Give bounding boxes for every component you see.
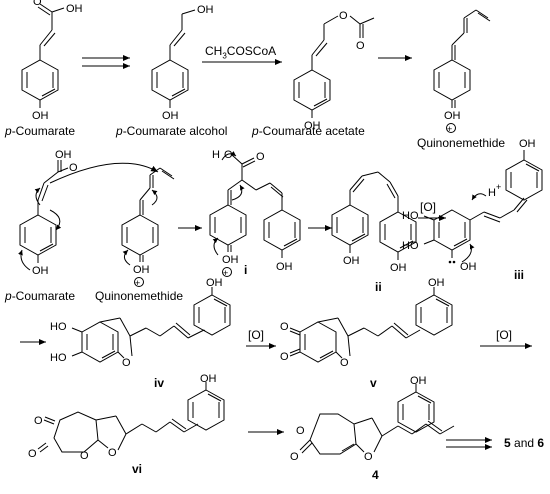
label-p-coumarate-acetate: p-Coumarate acetate — [252, 124, 365, 138]
atom-label: OH — [133, 264, 150, 276]
atom-label: OH — [276, 261, 293, 273]
intermediate-v-structure — [289, 287, 453, 363]
p-coumarate-structure — [21, 3, 65, 108]
atom-label: O — [224, 149, 233, 161]
plus-charge: + — [223, 268, 228, 278]
compound-4-structure — [299, 384, 455, 455]
atom-label: O — [280, 321, 289, 333]
oxidation-label-2: [O] — [496, 328, 513, 342]
atom-label: O — [34, 415, 43, 427]
p-coumarate-acetate-structure — [293, 15, 375, 118]
label-products: 5 and 6 — [504, 436, 545, 450]
atom-label: O — [108, 447, 117, 459]
label-compound-4: 4 — [372, 468, 379, 482]
label-p-coumarate: p-Coumarate — [5, 124, 76, 138]
atom-label: OH — [428, 277, 445, 289]
label-compound-iv: iv — [154, 376, 165, 390]
atom-label: OH — [200, 373, 217, 385]
atom-label: O — [280, 351, 289, 363]
atom-label: O — [339, 10, 348, 22]
label-quinonemethide: Quinonemethide — [417, 136, 506, 150]
atom-label: OH — [206, 277, 223, 289]
atom-label: HO — [50, 352, 67, 364]
label-quinonemethide-row2: Quinonemethide — [95, 289, 184, 303]
label-compound-v: v — [370, 376, 377, 390]
atom-label: O — [290, 451, 299, 463]
atom-label: O — [69, 162, 78, 174]
atom-label: OH — [444, 110, 461, 122]
atom-label: O — [256, 151, 265, 163]
label-compound-vi: vi — [132, 462, 143, 476]
reaction-arrow — [82, 55, 130, 69]
intermediate-iv-structure — [71, 287, 231, 363]
atom-label: OH — [162, 110, 179, 122]
intermediate-ii-structure — [331, 171, 417, 260]
p-coumarate-alcohol-structure — [151, 9, 196, 108]
atom-label: H — [212, 149, 220, 161]
atom-label: OH — [222, 254, 239, 266]
atom-label: HO — [402, 240, 419, 252]
label-compound-ii: ii — [375, 280, 382, 294]
p-coumarate-structure-row2 — [18, 160, 159, 271]
atom-label: O — [28, 448, 37, 460]
plus-charge: + — [496, 182, 501, 192]
atom-label: O — [122, 357, 131, 369]
atom-label: OH — [197, 4, 214, 16]
reaction-arrow — [446, 437, 492, 450]
oxidation-label: [O] — [420, 200, 437, 214]
atom-label: OH — [66, 3, 83, 15]
atom-label: O — [356, 40, 365, 52]
atom-label: OH — [55, 149, 72, 161]
intermediate-iii-structure — [423, 150, 543, 264]
atom-label: O — [296, 425, 305, 437]
atom-label: O — [340, 357, 349, 369]
label-p-coumarate-row2: p-Coumarate — [5, 289, 76, 303]
quinonemethide-structure-row2 — [121, 167, 175, 287]
atom-label: HO — [50, 321, 67, 333]
atom-label: OH — [519, 138, 536, 150]
intermediate-i-structure — [209, 151, 301, 277]
atom-label: H — [488, 187, 496, 199]
atom-label: HO — [402, 210, 419, 222]
atom-label: O — [364, 451, 373, 463]
atom-label: OH — [304, 120, 321, 132]
atom-label: OH — [390, 262, 407, 274]
intermediate-vi-structure — [37, 382, 225, 453]
atom-label: O — [80, 450, 89, 462]
plus-charge: + — [447, 124, 452, 134]
atom-label: OH — [32, 110, 49, 122]
atom-label: OH — [460, 261, 477, 273]
atom-label: O — [33, 0, 42, 8]
label-compound-i: i — [244, 263, 248, 277]
atom-label: OH — [410, 375, 427, 387]
reagent-label: CH3COSCoA — [205, 44, 277, 61]
label-compound-iii: iii — [514, 268, 525, 282]
plus-charge: + — [135, 278, 140, 288]
atom-label: OH — [343, 255, 360, 267]
atom-label: OH — [32, 265, 49, 277]
oxidation-label-1: [O] — [248, 328, 265, 342]
quinonemethide-structure — [433, 9, 491, 133]
label-p-coumarate-alcohol: p-Coumarate alcohol — [116, 124, 228, 138]
